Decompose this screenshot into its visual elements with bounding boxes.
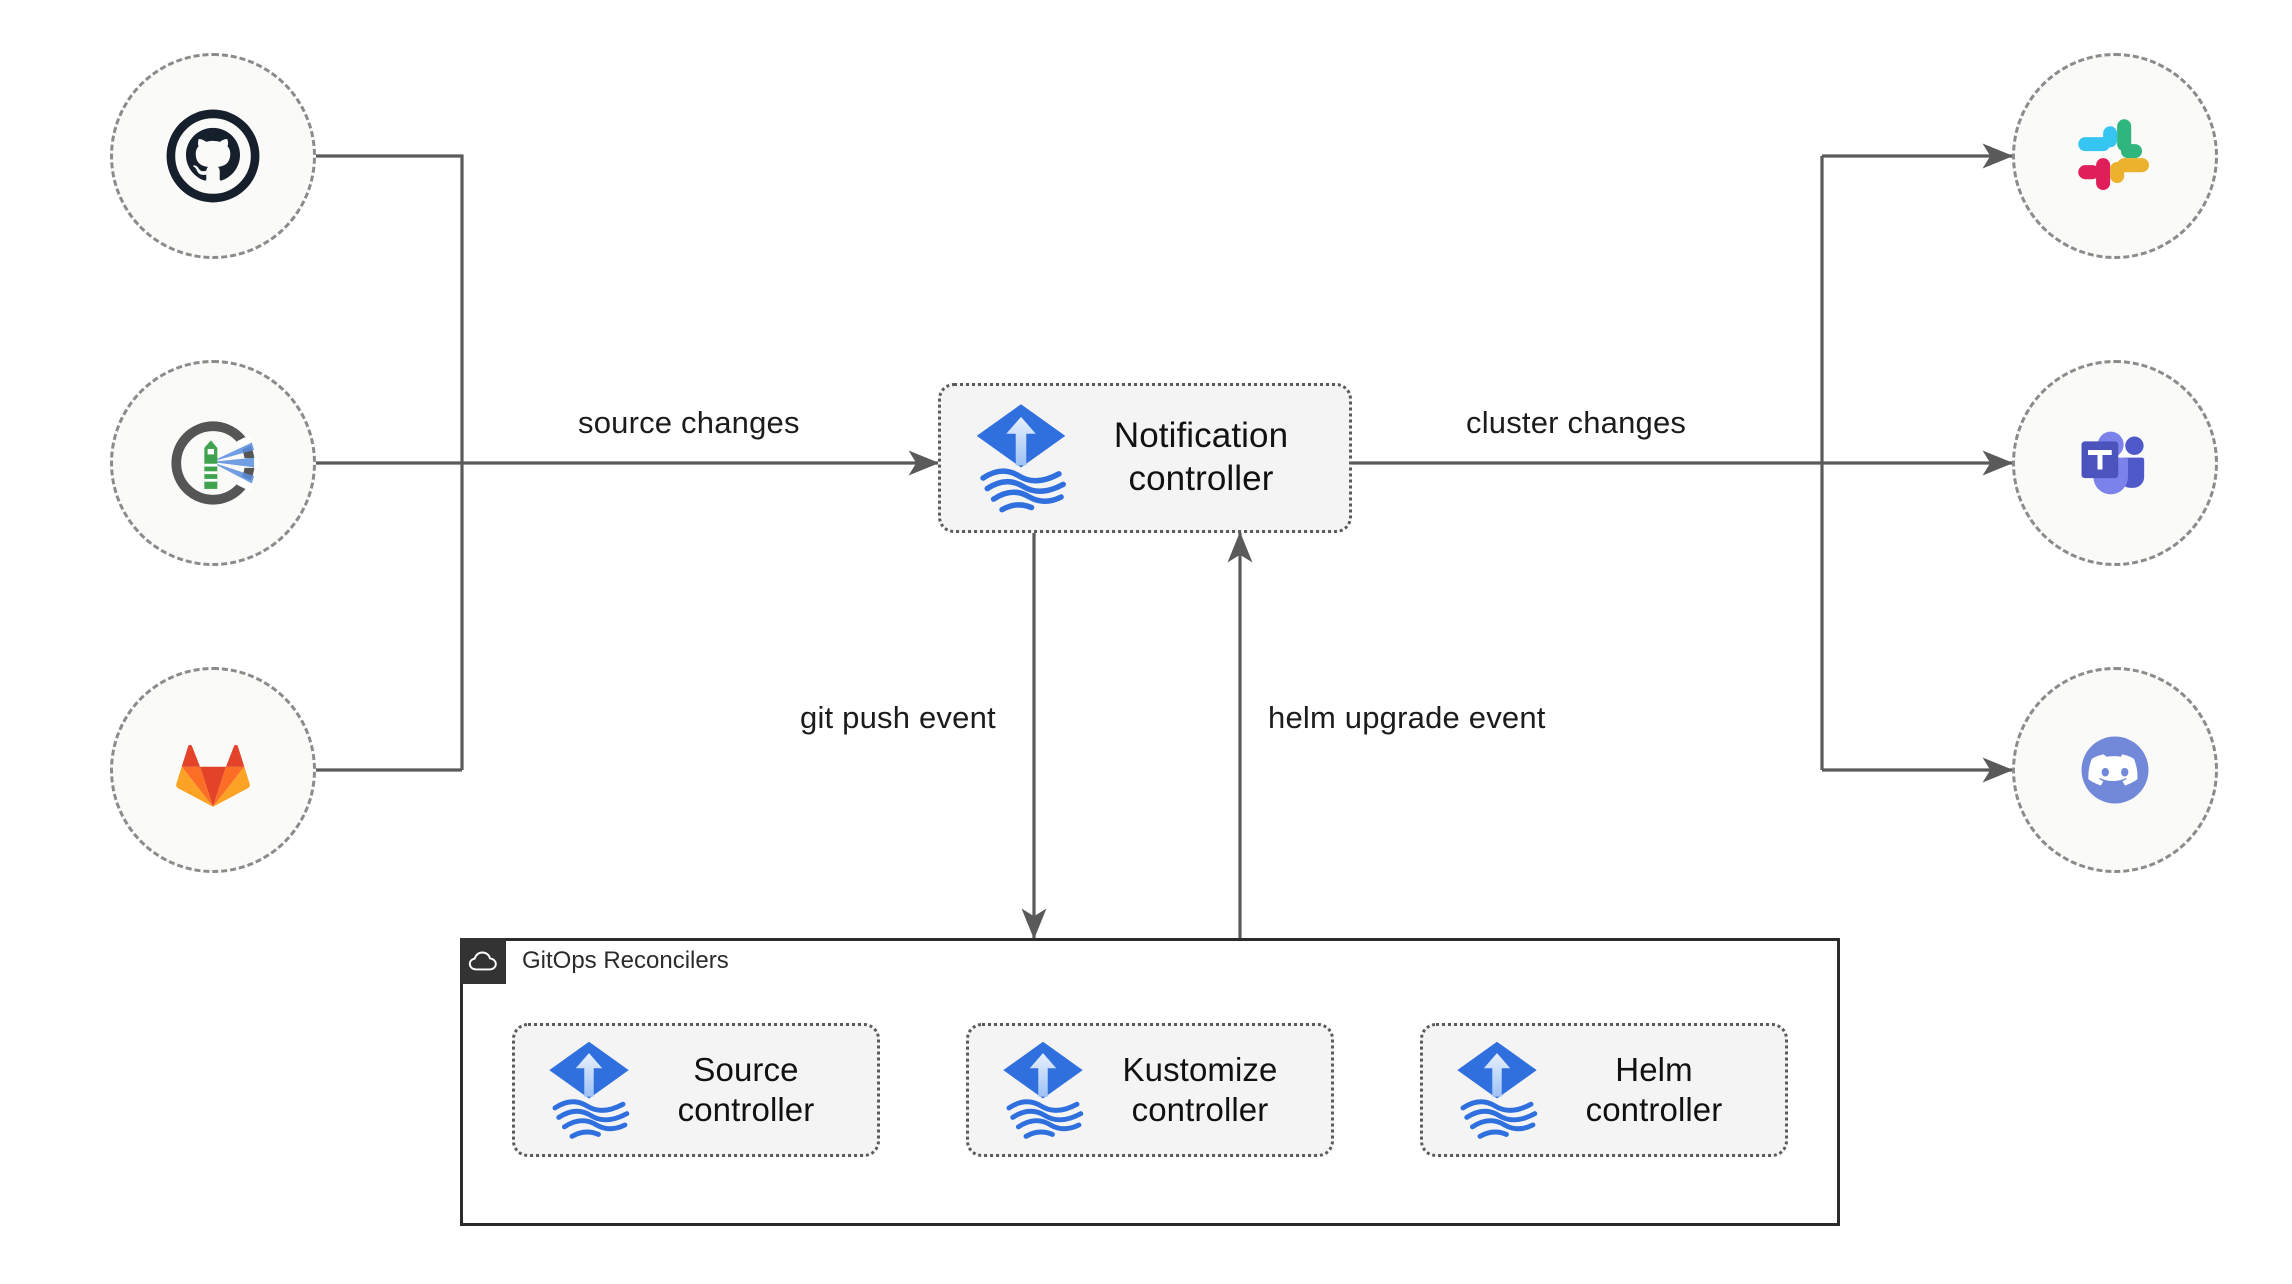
target-node-teams[interactable]	[2012, 360, 2218, 566]
cloud-icon	[460, 938, 506, 984]
edge-label-source-changes: source changes	[578, 405, 800, 440]
notification-controller-node[interactable]: Notification controller	[938, 383, 1352, 533]
source-controller-label: Source controller	[677, 1050, 815, 1128]
flux-icon	[1003, 1041, 1084, 1139]
source-controller-node[interactable]: Source controller	[512, 1023, 880, 1157]
flux-icon	[976, 404, 1066, 513]
helm-controller-label: Helm controller	[1585, 1050, 1723, 1128]
target-node-discord[interactable]	[2012, 667, 2218, 873]
source-node-harbor[interactable]	[110, 360, 316, 566]
notification-controller-label: Notification controller	[1113, 416, 1289, 498]
github-icon	[166, 109, 260, 203]
edge-label-git-push-event: git push event	[800, 700, 996, 735]
discord-icon	[2081, 736, 2149, 804]
slack-icon	[2078, 119, 2150, 191]
gitops-reconcilers-title: GitOps Reconcilers	[522, 947, 729, 974]
kustomize-controller-label: Kustomize controller	[1122, 1050, 1278, 1128]
gitlab-icon	[176, 744, 250, 807]
source-node-gitlab[interactable]	[110, 667, 316, 873]
flux-icon	[549, 1041, 630, 1139]
edge-label-helm-upgrade-event: helm upgrade event	[1268, 700, 1546, 735]
edge-label-cluster-changes: cluster changes	[1466, 405, 1687, 440]
kustomize-controller-node[interactable]: Kustomize controller	[966, 1023, 1334, 1157]
source-node-github[interactable]	[110, 53, 316, 259]
helm-controller-node[interactable]: Helm controller	[1420, 1023, 1788, 1157]
flux-icon	[1457, 1041, 1538, 1139]
gitops-reconcilers-titlebar: GitOps Reconcilers	[460, 938, 729, 984]
harbor-icon	[171, 421, 259, 505]
target-node-slack[interactable]	[2012, 53, 2218, 259]
teams-icon	[2081, 431, 2145, 495]
